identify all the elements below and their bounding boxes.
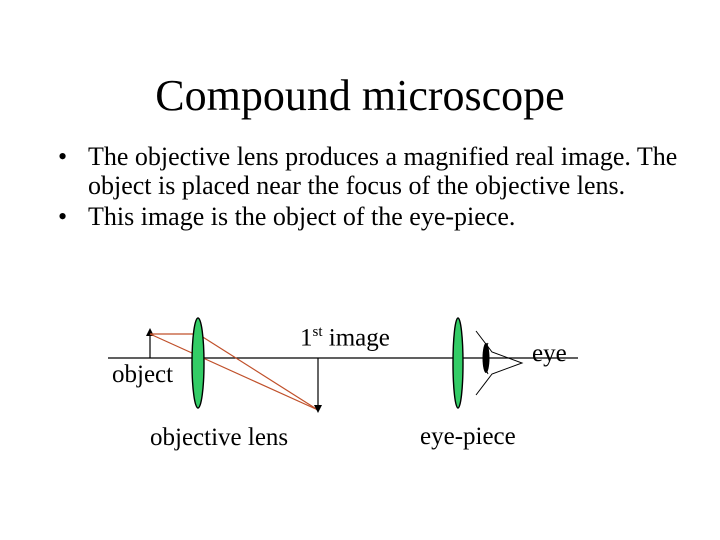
eye-label: eye (532, 340, 567, 367)
eye-piece-lens (452, 317, 464, 409)
first-image-word: image (328, 324, 390, 352)
ray-refracted (197, 333, 319, 411)
first-image-superscript: st (312, 324, 323, 340)
slide-title: Compound microscope (155, 71, 565, 120)
bullet-item: • The objective lens produces a magnified… (58, 142, 698, 200)
bullet-dot: • (58, 202, 68, 231)
bullet-item: • This image is the object of the eye-pie… (58, 202, 698, 231)
first-image-label: 1st image (300, 318, 390, 352)
eye-piece-label: eye-piece (420, 423, 516, 450)
ray-central (149, 333, 319, 411)
first-image-arrowhead (314, 405, 322, 413)
objective-lens (191, 317, 205, 409)
first-image-number: 1 (300, 324, 313, 352)
bullet-dot: • (58, 142, 68, 171)
objective-lens-label: objective lens (150, 424, 289, 451)
object-label: object (112, 361, 174, 388)
bullet-list: • The objective lens produces a magnified… (58, 142, 698, 233)
bullet-text: The objective lens produces a magnified … (88, 142, 678, 200)
bullet-text: This image is the object of the eye-piec… (88, 202, 516, 231)
eye-icon (475, 330, 524, 396)
